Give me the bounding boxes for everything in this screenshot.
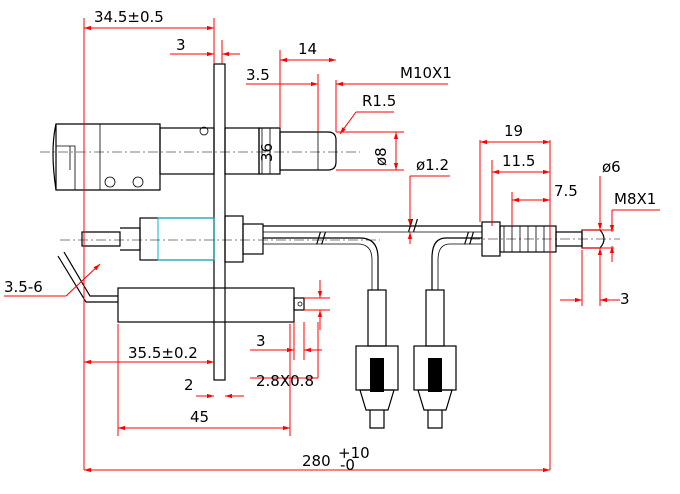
dim-small-thread: M8X1 xyxy=(614,190,656,208)
dim-nut-body: 11.5 xyxy=(502,152,535,170)
dim-thread-dia: ø8 xyxy=(372,147,390,166)
dim-flange-to-end: 34.5±0.5 xyxy=(94,8,164,26)
dim-thread-length: 14 xyxy=(298,40,317,58)
dim-wire-dia: ø1.2 xyxy=(416,156,449,174)
dim-nut-length: 19 xyxy=(504,122,523,140)
hex-nut xyxy=(258,127,281,175)
dim-thread-spec: M10X1 xyxy=(400,64,452,82)
dim-overall-length: 280 xyxy=(302,452,331,470)
dim-terminal-offset: 3 xyxy=(256,332,266,350)
dimension-labels: 34.5±0.5 3 14 3.5 M10X1 R1.5 36 ø8 ø1.2 … xyxy=(4,8,656,474)
dim-terminal-size: 2.8X0.8 xyxy=(256,372,314,390)
dim-tip-dia: ø6 xyxy=(602,158,621,176)
lower-cylinder xyxy=(117,287,295,323)
upper-bracket xyxy=(55,123,161,191)
dim-plate-thickness: 2 xyxy=(184,376,194,394)
mounting-plate xyxy=(213,63,226,381)
threaded-section xyxy=(279,131,337,171)
dim-overall-tol-upper: +10 xyxy=(338,444,370,462)
mount-hole xyxy=(104,176,116,188)
terminal-connector xyxy=(413,289,457,429)
dim-flange-offset: 3 xyxy=(176,36,186,54)
dim-thread-start: 3.5 xyxy=(246,66,270,84)
dim-radius: R1.5 xyxy=(362,92,396,110)
dimension-lines xyxy=(4,18,660,473)
svg-text://: // xyxy=(464,229,475,247)
dim-tip-gap: 3 xyxy=(620,290,630,308)
electrode-geometry: // // // xyxy=(40,63,620,429)
electrode-rod xyxy=(81,231,121,247)
dim-nut-tip: 7.5 xyxy=(554,182,578,200)
dim-electrode-offset: 45 xyxy=(190,408,209,426)
lower-insulator xyxy=(139,217,215,261)
dim-hex: 36 xyxy=(258,143,276,162)
dim-overall-tol-lower: -0 xyxy=(340,456,355,474)
svg-text://: // xyxy=(316,229,327,247)
break-mark: // xyxy=(408,216,419,234)
dim-electrode-span: 35.5±0.2 xyxy=(128,344,198,362)
terminal-connector xyxy=(355,289,399,429)
mount-hole xyxy=(132,176,144,188)
dim-spark-gap: 3.5-6 xyxy=(4,278,43,296)
